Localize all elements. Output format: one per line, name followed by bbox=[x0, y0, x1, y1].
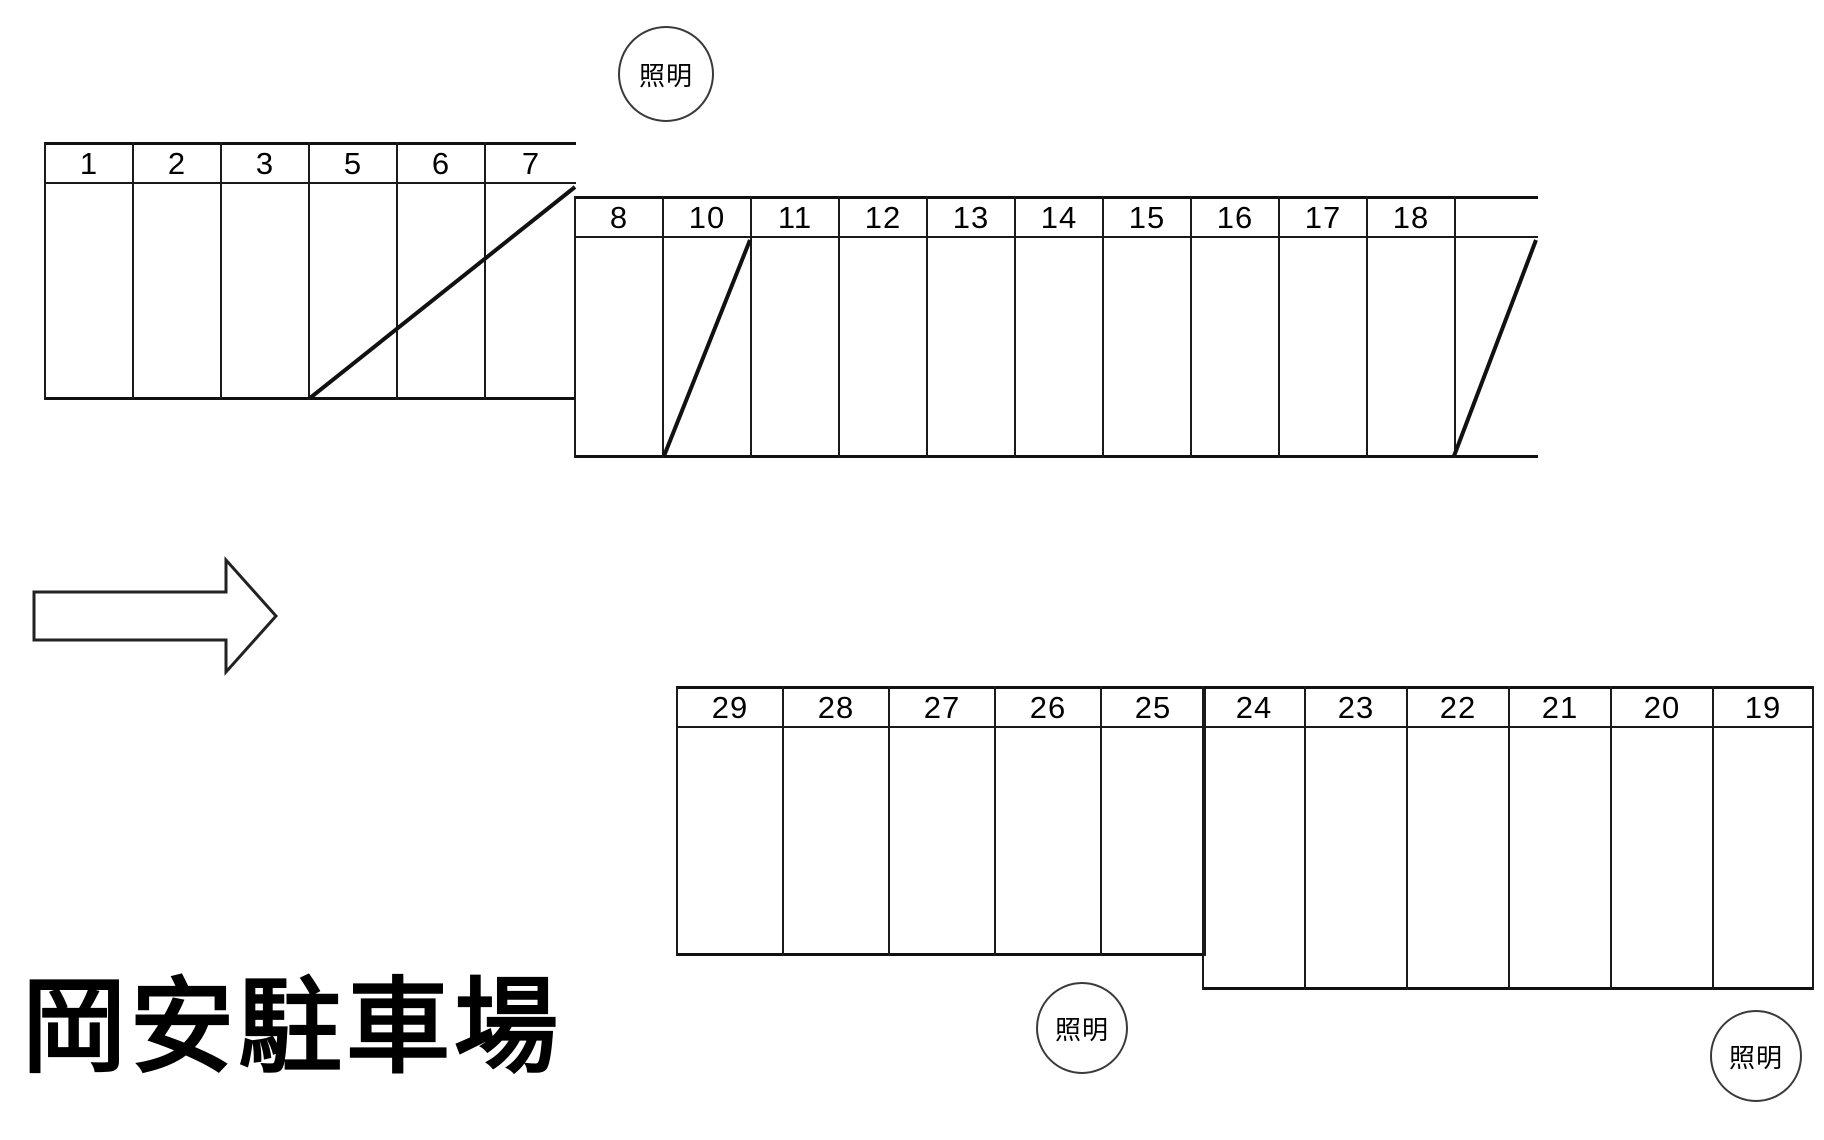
stall-10-label: 10 bbox=[664, 196, 750, 238]
stall-26[interactable]: 26 bbox=[994, 686, 1100, 956]
stall-8-body bbox=[576, 238, 662, 458]
stall-8[interactable]: 8 bbox=[574, 196, 662, 458]
stall-20-label: 20 bbox=[1612, 686, 1712, 728]
stall-5[interactable]: 5 bbox=[308, 142, 396, 400]
stall-16-body bbox=[1192, 238, 1278, 458]
stall-24-body bbox=[1204, 728, 1304, 990]
stall-3-body bbox=[222, 184, 308, 400]
stall-19-label: 19 bbox=[1714, 686, 1812, 728]
stall-6[interactable]: 6 bbox=[396, 142, 484, 400]
stall-14-body bbox=[1016, 238, 1102, 458]
stall-21-label: 21 bbox=[1510, 686, 1610, 728]
stall-10[interactable]: 10 bbox=[662, 196, 750, 458]
stall-2[interactable]: 2 bbox=[132, 142, 220, 400]
stall-7-body bbox=[486, 184, 576, 400]
stall-6-label: 6 bbox=[398, 142, 484, 184]
stall-24-label: 24 bbox=[1204, 686, 1304, 728]
stall-28[interactable]: 28 bbox=[782, 686, 888, 956]
stall-22[interactable]: 22 bbox=[1406, 686, 1508, 990]
stall-29-label: 29 bbox=[678, 686, 782, 728]
stall-17[interactable]: 17 bbox=[1278, 196, 1366, 458]
stall-1[interactable]: 1 bbox=[44, 142, 132, 400]
stall-13[interactable]: 13 bbox=[926, 196, 1014, 458]
stall-25[interactable]: 25 bbox=[1100, 686, 1206, 956]
stall-12-body bbox=[840, 238, 926, 458]
stall-25-body bbox=[1102, 728, 1204, 956]
stall-13-label: 13 bbox=[928, 196, 1014, 238]
stall-18-label: 18 bbox=[1368, 196, 1454, 238]
stall-8-label: 8 bbox=[576, 196, 662, 238]
stall-5-label: 5 bbox=[310, 142, 396, 184]
stall-7-label: 7 bbox=[486, 142, 576, 184]
stall-2-label: 2 bbox=[134, 142, 220, 184]
stall-26-label: 26 bbox=[996, 686, 1100, 728]
stall-5-body bbox=[310, 184, 396, 400]
stall-1-body bbox=[46, 184, 132, 400]
stall-14-label: 14 bbox=[1016, 196, 1102, 238]
stall-28-body bbox=[784, 728, 888, 956]
stall-14[interactable]: 14 bbox=[1014, 196, 1102, 458]
stall-15-label: 15 bbox=[1104, 196, 1190, 238]
stall-24[interactable]: 24 bbox=[1202, 686, 1304, 990]
stall-28-label: 28 bbox=[784, 686, 888, 728]
stall-21[interactable]: 21 bbox=[1508, 686, 1610, 990]
stall-13-body bbox=[928, 238, 1014, 458]
lamp-bottom-mid: 照明 bbox=[1036, 982, 1128, 1074]
stall-3[interactable]: 3 bbox=[220, 142, 308, 400]
lamp-bottom-right-label: 照明 bbox=[1728, 1042, 1783, 1073]
stall-27-body bbox=[890, 728, 994, 956]
block-top-right: 8 10 11 12 13 14 15 16 bbox=[574, 196, 1538, 458]
stall-12[interactable]: 12 bbox=[838, 196, 926, 458]
lamp-top-label: 照明 bbox=[638, 60, 693, 91]
block-bottom-right: 24 23 22 21 20 19 bbox=[1202, 686, 1814, 990]
stall-16-label: 16 bbox=[1192, 196, 1278, 238]
stall-18[interactable]: 18 bbox=[1366, 196, 1454, 458]
stall-25-label: 25 bbox=[1102, 686, 1204, 728]
stall-22-body bbox=[1408, 728, 1508, 990]
stall-15-body bbox=[1104, 238, 1190, 458]
lamp-bottom-mid-label: 照明 bbox=[1054, 1014, 1109, 1045]
stall-11[interactable]: 11 bbox=[750, 196, 838, 458]
stall-10-body bbox=[664, 238, 750, 458]
stall-7[interactable]: 7 bbox=[484, 142, 576, 400]
stall-23-label: 23 bbox=[1306, 686, 1406, 728]
stall-21-body bbox=[1510, 728, 1610, 990]
stall-17-body bbox=[1280, 238, 1366, 458]
stall-23[interactable]: 23 bbox=[1304, 686, 1406, 990]
stall-2-body bbox=[134, 184, 220, 400]
block-top-left: 1 2 3 5 6 7 bbox=[44, 142, 577, 400]
stall-29-body bbox=[678, 728, 782, 956]
stall-16[interactable]: 16 bbox=[1190, 196, 1278, 458]
stall-18-body bbox=[1368, 238, 1454, 458]
stall-1-label: 1 bbox=[46, 142, 132, 184]
stall-22-label: 22 bbox=[1408, 686, 1508, 728]
stall-blank-top-right[interactable] bbox=[1454, 196, 1538, 458]
stall-29[interactable]: 29 bbox=[676, 686, 782, 956]
stall-23-body bbox=[1306, 728, 1406, 990]
stall-27[interactable]: 27 bbox=[888, 686, 994, 956]
stall-27-label: 27 bbox=[890, 686, 994, 728]
lamp-bottom-right: 照明 bbox=[1710, 1010, 1802, 1102]
stall-20[interactable]: 20 bbox=[1610, 686, 1712, 990]
stall-26-body bbox=[996, 728, 1100, 956]
block-bottom-left: 29 28 27 26 25 bbox=[676, 686, 1206, 956]
page-title: 岡安駐車場 bbox=[22, 966, 563, 1088]
lamp-top: 照明 bbox=[618, 26, 714, 122]
stall-17-label: 17 bbox=[1280, 196, 1366, 238]
direction-arrow-icon bbox=[32, 556, 279, 676]
stall-11-body bbox=[752, 238, 838, 458]
stall-6-body bbox=[398, 184, 484, 400]
stall-19-body bbox=[1714, 728, 1812, 990]
stall-15[interactable]: 15 bbox=[1102, 196, 1190, 458]
stall-12-label: 12 bbox=[840, 196, 926, 238]
stall-11-label: 11 bbox=[752, 196, 838, 238]
stall-blank-top-right-body bbox=[1456, 238, 1538, 458]
stall-20-body bbox=[1612, 728, 1712, 990]
stall-3-label: 3 bbox=[222, 142, 308, 184]
stall-19[interactable]: 19 bbox=[1712, 686, 1814, 990]
stall-blank-top-right-label bbox=[1456, 196, 1538, 238]
